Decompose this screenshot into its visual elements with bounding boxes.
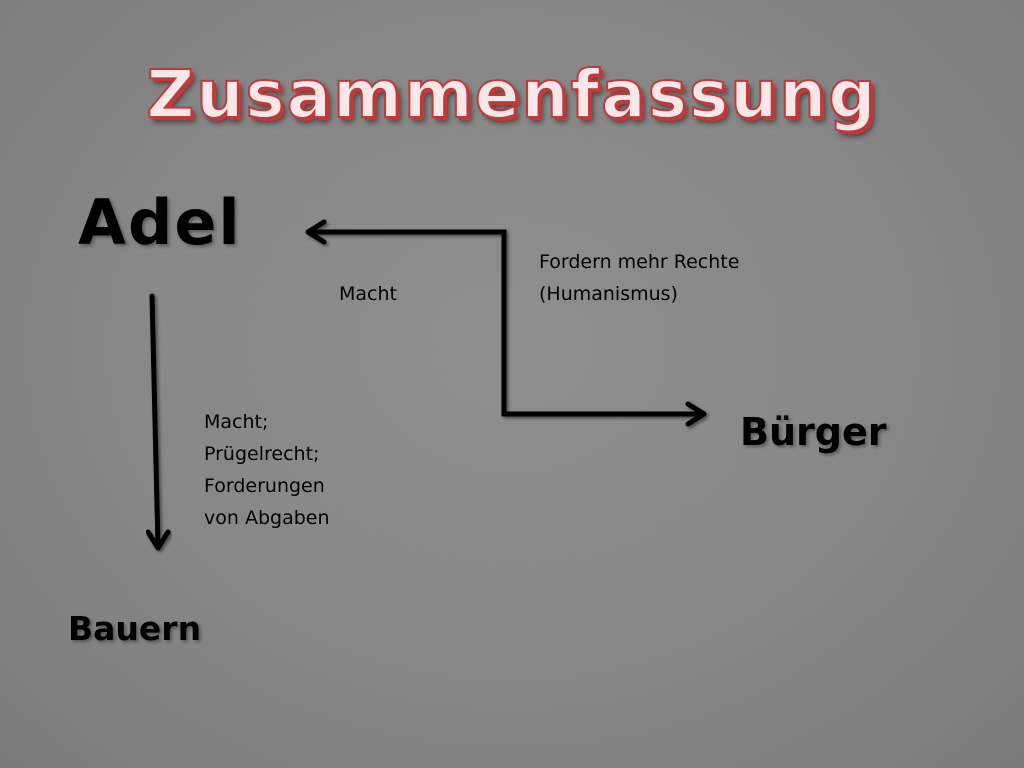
label-line: (Humanismus) — [539, 283, 678, 305]
slide-title: Zusammenfassung — [146, 56, 878, 133]
label-adel-to-bauern: Macht; Prügelrecht; Forderungen von Abga… — [204, 406, 374, 534]
label-fordern-mehr-rechte: Fordern mehr Rechte (Humanismus) — [539, 246, 779, 310]
label-line: Forderungen — [204, 475, 325, 497]
arrow-adel-to-bauern-icon — [145, 293, 171, 551]
node-adel: Adel — [78, 186, 242, 259]
label-macht: Macht — [339, 283, 397, 305]
label-line: Fordern mehr Rechte — [539, 251, 740, 273]
label-line: Prügelrecht; — [204, 443, 320, 465]
node-buerger: Bürger — [740, 410, 887, 454]
label-line: Macht; — [204, 411, 269, 433]
label-line: von Abgaben — [204, 507, 330, 529]
node-bauern: Bauern — [68, 609, 202, 648]
